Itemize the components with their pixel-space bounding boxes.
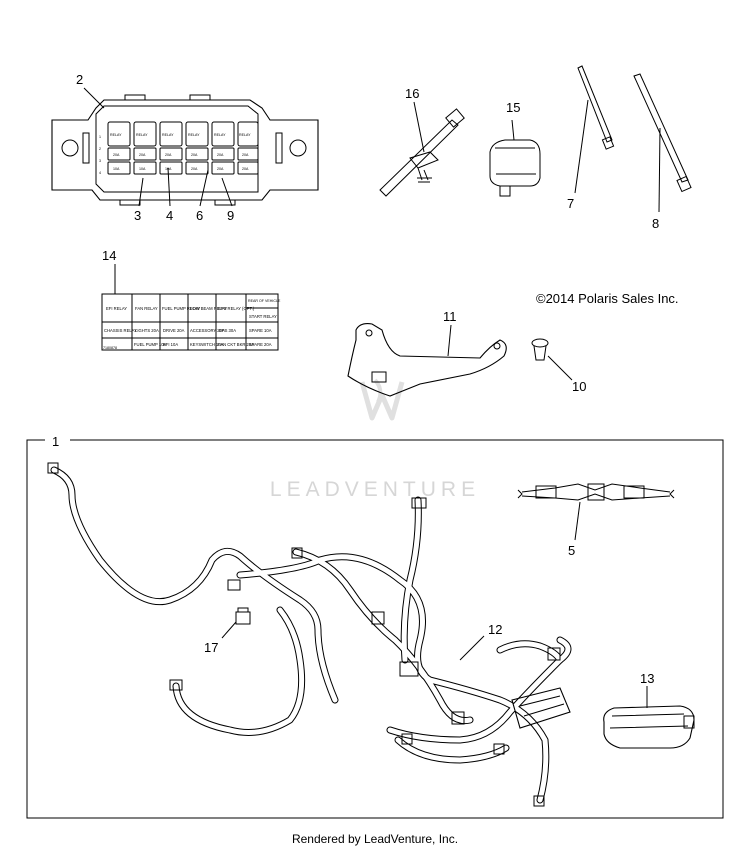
callout-8[interactable]: 8 (652, 216, 659, 231)
decal-cell-eps-relay: EPS RELAY (OPT.) (218, 306, 255, 311)
footer-credit: Rendered by LeadVenture, Inc. (291, 832, 459, 846)
jumper-harness (517, 483, 675, 501)
fuse-rating-1: 20A (113, 153, 120, 157)
row-number-1: 1 (99, 135, 101, 139)
decal-cell-start-relay: START RELAY (249, 314, 277, 319)
row-number-3: 3 (99, 159, 101, 163)
decal-cell-fan-ckt-bkr: FAN CKT BKR 20A (218, 342, 254, 347)
push-rivet (531, 338, 549, 361)
callout-2[interactable]: 2 (76, 72, 83, 87)
relay-label-2: RELAY (136, 133, 148, 137)
fuse-rating-5: 20A (217, 153, 224, 157)
fuse-lower-rating-1: 10A (113, 167, 120, 171)
fuse-decal: EFI RELAY FAN RELAY FUEL PUMP RELAY LOW … (101, 293, 281, 351)
callout-1[interactable]: 1 (52, 434, 59, 449)
callout-10[interactable]: 10 (572, 379, 586, 394)
decal-cell-spare-20a: SPARE 20A (249, 342, 272, 347)
relay-label-6: RELAY (239, 133, 251, 137)
edge-clip (489, 119, 541, 197)
decal-cell-lights: LIGHTS 20A (135, 328, 159, 333)
long-cable-tie (633, 73, 692, 193)
fuse-lower-rating-2: 10A (139, 167, 146, 171)
decal-cell-eps: EPS 30A (219, 328, 236, 333)
relay-module (603, 705, 695, 749)
decal-part-number: 7180878 (103, 346, 117, 350)
decal-cell-keyswitch: KEYSWITCH 10A (190, 342, 224, 347)
decal-cell-low-beam-relay: LOW BEAM RELAY (190, 306, 227, 311)
callout-6[interactable]: 6 (196, 208, 203, 223)
fuse-lower-rating-6: 20A (242, 167, 249, 171)
decal-cell-rear-of-vehicle: REAR OF VEHICLE (248, 299, 281, 303)
watermark-text: LEADVENTURE (270, 478, 480, 501)
callout-3[interactable]: 3 (134, 208, 141, 223)
fuse-lower-rating-5: 20A (217, 167, 224, 171)
decal-cell-fuel-pump-relay: FUEL PUMP RELAY (162, 306, 201, 311)
fuse-relay-box: 1 2 3 4 RELAY 20A 10A RELAY 20A 10A RELA… (51, 94, 319, 206)
cable-tie-mount (379, 108, 465, 197)
row-number-4: 4 (99, 171, 101, 175)
callout-7[interactable]: 7 (567, 196, 574, 211)
relay-label-4: RELAY (188, 133, 200, 137)
copyright-text: ©2014 Polaris Sales Inc. (536, 291, 679, 306)
decal-cell-chassis-relay: CHASSIS RELAY (104, 328, 137, 333)
row-number-2: 2 (99, 147, 101, 151)
harness-frame (26, 439, 724, 819)
fuse-rating-2: 20A (139, 153, 146, 157)
fuse-lower-rating-4: 20A (191, 167, 198, 171)
decal-cell-efi: EFI 10A (163, 342, 178, 347)
fuse-rating-6: 20A (242, 153, 249, 157)
callout-17[interactable]: 17 (204, 640, 218, 655)
decal-cell-accessory: ACCESSORY 20A (190, 328, 225, 333)
callout-11[interactable]: 11 (443, 309, 457, 324)
callout-15[interactable]: 15 (506, 100, 520, 115)
fuse-rating-4: 20A (191, 153, 198, 157)
main-wire-harness (47, 462, 572, 807)
callout-13[interactable]: 13 (640, 671, 654, 686)
relay-label-3: RELAY (162, 133, 174, 137)
callout-16[interactable]: 16 (405, 86, 419, 101)
short-cable-tie (577, 65, 615, 150)
callout-4[interactable]: 4 (166, 208, 173, 223)
callout-12[interactable]: 12 (488, 622, 502, 637)
decal-cell-fan-relay: FAN RELAY (135, 306, 158, 311)
decal-cell-drive: DRIVE 20A (163, 328, 185, 333)
callout-9[interactable]: 9 (227, 208, 234, 223)
relay-label-5: RELAY (214, 133, 226, 137)
decal-cell-efi-relay: EFI RELAY (106, 306, 127, 311)
harness-connector (235, 607, 251, 625)
callout-5[interactable]: 5 (568, 543, 575, 558)
fuse-rating-3: 20A (165, 153, 172, 157)
mounting-bracket (347, 323, 507, 397)
decal-cell-spare-10a: SPARE 10A (249, 328, 272, 333)
relay-label-1: RELAY (110, 133, 122, 137)
decal-cell-fuel-pump: FUEL PUMP 10A (134, 342, 167, 347)
callout-14[interactable]: 14 (102, 248, 116, 263)
